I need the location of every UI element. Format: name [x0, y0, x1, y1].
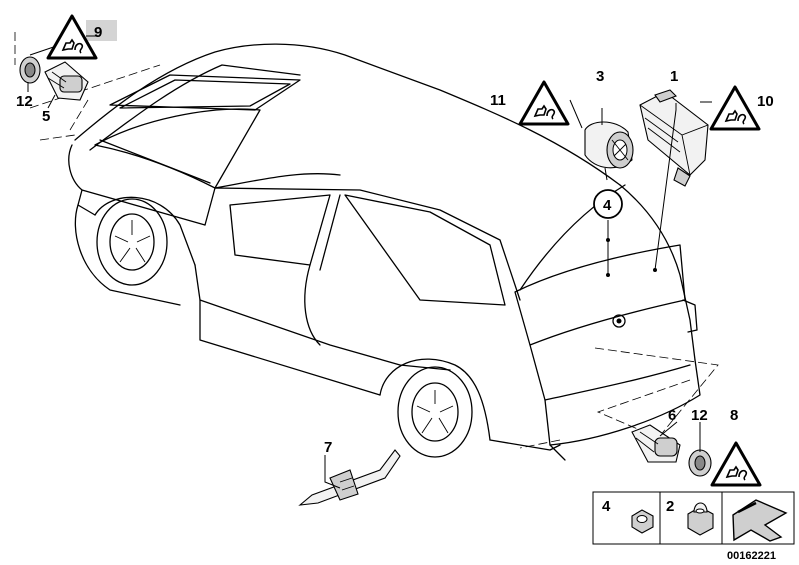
park-sensor-front	[44, 61, 89, 101]
warning-triangle-9	[46, 14, 98, 60]
dashed-reference-lines	[14, 32, 719, 449]
sensor-ring-front	[19, 56, 41, 84]
callout-9: 9	[94, 24, 102, 41]
warning-triangle-11	[518, 80, 570, 126]
callout-12-rear: 12	[691, 407, 708, 424]
hex-nut-icon	[631, 509, 654, 534]
callout-5: 5	[42, 108, 50, 125]
document-number: 00162221	[727, 550, 776, 562]
warning-triangle-8	[710, 441, 762, 487]
vehicle-outline	[68, 43, 701, 461]
callout-12-front: 12	[16, 93, 33, 110]
warning-buzzer	[584, 121, 634, 181]
sensor-ring-rear	[688, 449, 712, 477]
park-sensor-rear	[631, 424, 681, 463]
leader-lines	[27, 37, 712, 489]
parking-control-unit	[639, 89, 709, 187]
cable-holder	[298, 449, 401, 506]
callout-4-circle: 4	[593, 189, 623, 219]
callout-6: 6	[668, 407, 676, 424]
callout-4: 4	[603, 197, 612, 214]
direction-arrow-icon	[732, 499, 788, 542]
callout-10: 10	[757, 93, 774, 110]
callout-7: 7	[324, 439, 332, 456]
callout-3: 3	[596, 68, 604, 85]
legend-label-cap-nut: 2	[666, 498, 674, 515]
callout-1: 1	[670, 68, 678, 85]
warning-triangle-10	[709, 85, 761, 131]
legend-label-nut: 4	[602, 498, 611, 515]
cap-nut-icon	[687, 502, 714, 536]
callout-8: 8	[730, 407, 738, 424]
callout-11: 11	[490, 92, 506, 109]
